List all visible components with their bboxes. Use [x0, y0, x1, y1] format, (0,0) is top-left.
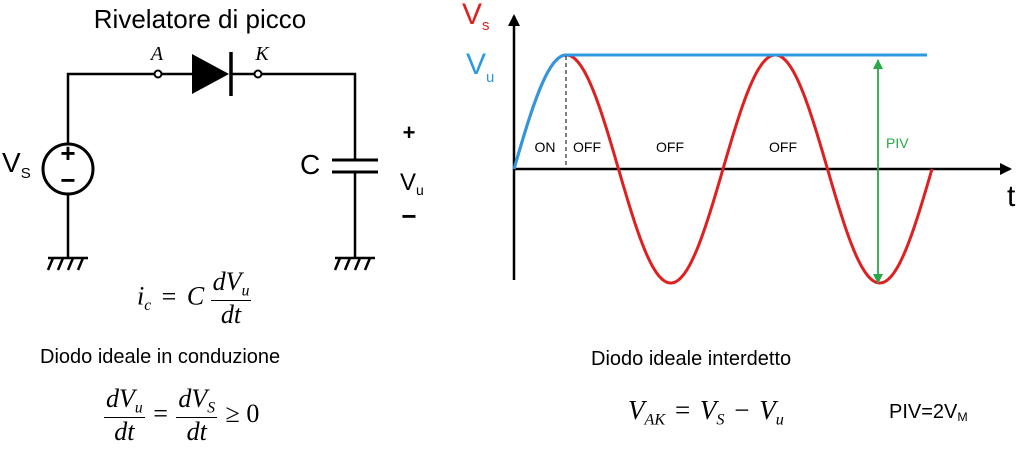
diode-symbol: [192, 52, 233, 96]
anode-terminal: [153, 69, 163, 79]
circuit-title: Rivelatore di picco: [94, 4, 306, 34]
output-minus-sign: −: [401, 201, 416, 231]
vs-axis-label: Vs: [462, 0, 490, 34]
conduction-caption: Diodo ideale in conduzione: [40, 346, 281, 368]
vak-formula: VAK = VS − Vu: [628, 395, 784, 429]
interdiction-caption: Diodo ideale interdetto: [591, 348, 792, 370]
ground-right-symbol: [333, 256, 375, 271]
capacitor-label: C: [300, 149, 320, 180]
piv-label: PIV: [886, 135, 909, 151]
cathode-label: K: [254, 43, 270, 65]
cathode-terminal: [253, 69, 263, 79]
region-off-label-3: OFF: [769, 139, 797, 155]
source-plus-sign: +: [60, 138, 75, 168]
piv-formula: PIV=2VM: [889, 401, 968, 425]
ground-left-symbol: [46, 256, 88, 271]
source-minus-sign: −: [60, 165, 75, 195]
region-off-label-2: OFF: [656, 139, 684, 155]
t-axis-label: t: [1007, 180, 1016, 213]
conduction-condition-formula: dVu dt = dVS dt ≥ 0: [104, 384, 260, 446]
vs-waveform: [512, 53, 934, 285]
region-off-label-1: OFF: [573, 139, 601, 155]
vu-axis-label: Vu: [466, 48, 494, 86]
vu-waveform: [512, 53, 927, 170]
capacitor-symbol: [332, 158, 378, 174]
capacitor-current-formula: ic = C dVu dt: [137, 267, 252, 329]
anode-label: A: [149, 43, 164, 65]
plot-axes: [508, 14, 1012, 280]
circuit-wires: [66, 72, 357, 258]
ic-fraction: dVu dt: [210, 267, 252, 329]
region-on-label: ON: [535, 139, 556, 155]
output-plus-sign: +: [403, 120, 416, 145]
source-label: VS: [2, 147, 31, 182]
output-label: Vu: [400, 169, 424, 198]
voltage-source: + −: [41, 138, 95, 196]
